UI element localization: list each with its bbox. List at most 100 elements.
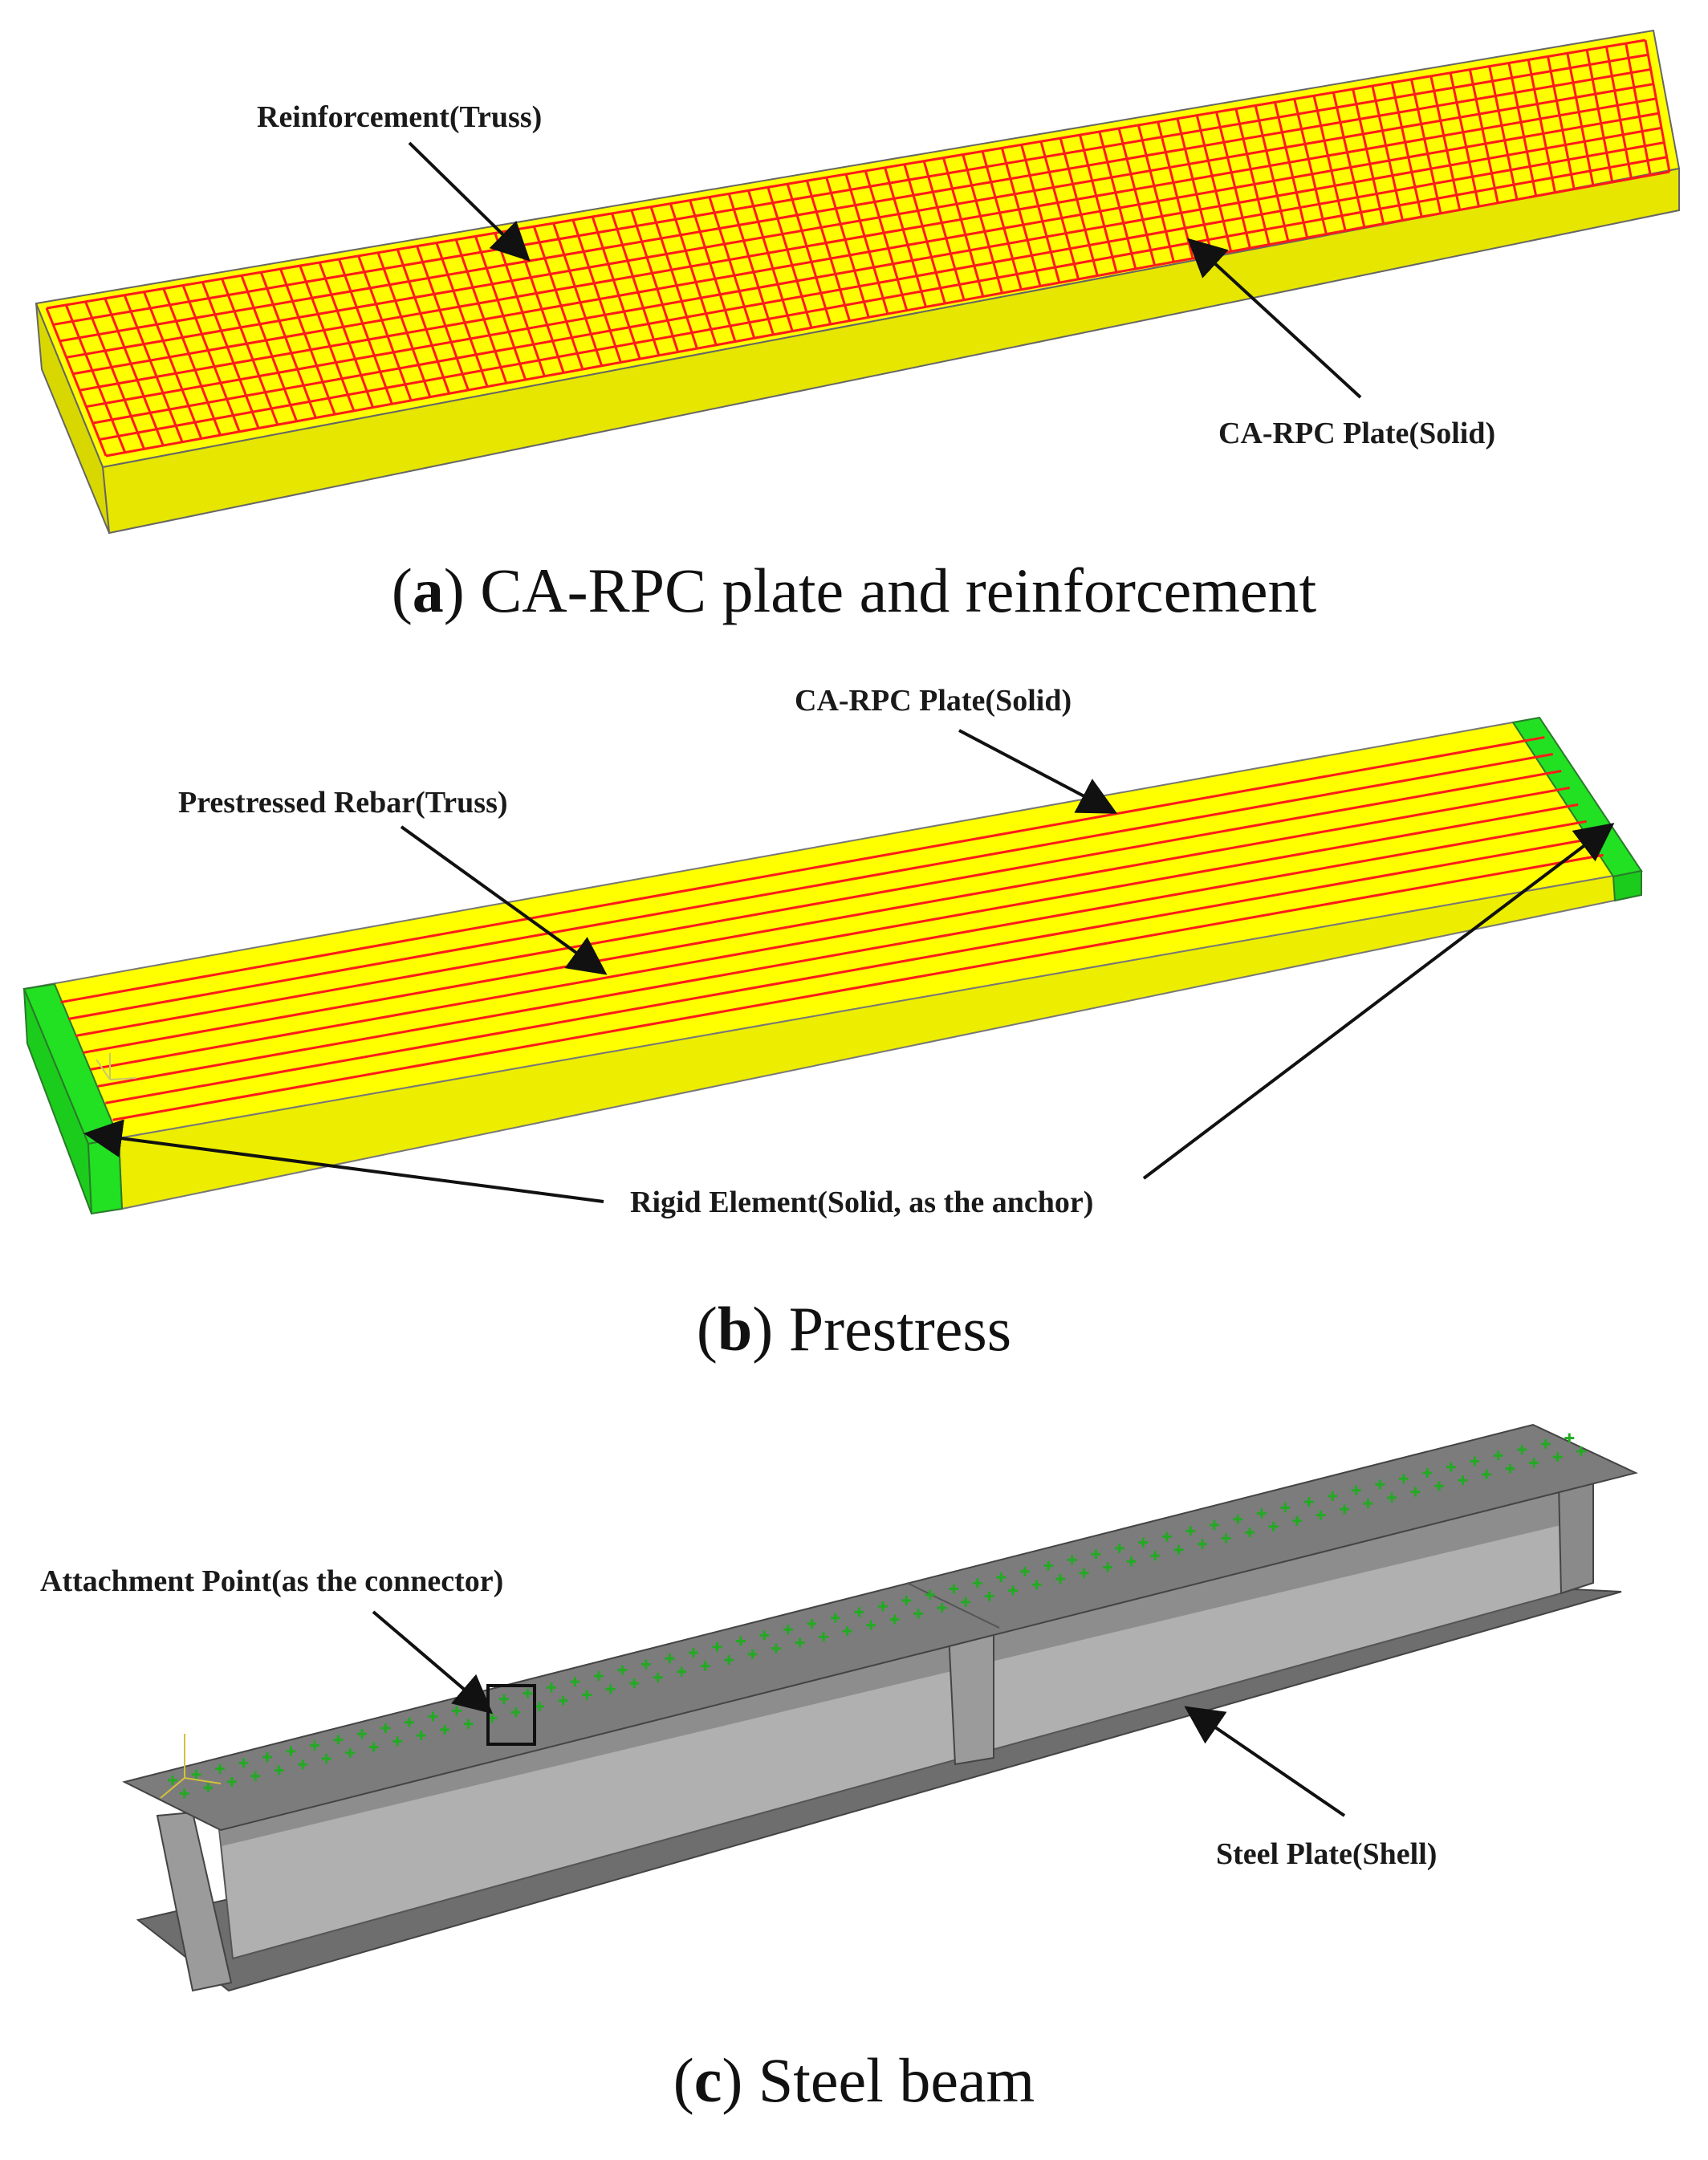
plus-marker-icon [1363,1499,1373,1509]
transverse-bar [1059,137,1099,276]
plus-marker-icon [1126,1556,1137,1567]
transverse-bar [1000,148,1042,287]
transverse-bar [1273,102,1309,238]
transverse-bar [201,281,260,429]
transverse-bar [1604,46,1633,179]
plus-marker-icon [1422,1467,1433,1478]
transverse-bar [1410,79,1442,214]
plus-marker-icon [735,1636,746,1646]
plus-marker-icon [428,1711,438,1722]
plus-marker-icon [889,1614,900,1625]
plus-marker-icon [972,1578,982,1588]
arrow-steel [1184,1706,1346,1817]
plus-marker-icon [1340,1504,1350,1515]
plus-marker-icon [179,1788,189,1799]
transverse-bar [416,246,470,391]
plus-marker-icon [854,1607,864,1617]
plus-marker-icon [1576,1446,1586,1456]
transverse-bar [143,291,203,439]
transverse-bar [357,255,413,401]
transverse-bar [396,249,451,394]
plus-marker-icon [925,1589,935,1600]
reinforcement-mesh [45,39,1671,458]
plus-marker-icon [440,1724,450,1735]
transverse-bar [279,268,336,415]
plus-marker-icon [498,1694,509,1704]
arrow-rigid-left [83,1119,604,1203]
transverse-bar [669,203,718,346]
plus-marker-icon [783,1625,793,1635]
plus-marker-icon [168,1776,177,1785]
plus-marker-icon [1221,1533,1231,1544]
longitudinal-bar [72,97,1657,376]
plus-marker-icon [877,1601,888,1612]
transverse-bar [649,206,698,349]
prestressed-rebars [60,736,1604,1121]
transverse-bar [1079,134,1118,273]
transverse-bar [64,304,127,454]
longitudinal-bar [79,112,1659,392]
transverse-bar [884,167,927,307]
plus-marker-icon [321,1754,331,1764]
plus-marker-icon [1031,1580,1042,1590]
transverse-bar [1527,59,1556,193]
plus-marker-icon [700,1661,710,1671]
transverse-bar [571,219,622,363]
plus-marker-icon [688,1648,698,1658]
plus-marker-icon [640,1659,651,1670]
transverse-bar [962,154,1003,294]
panel-a: Reinforcement(Truss) CA-RPC Plate(Solid)… [35,29,1681,625]
plus-marker-icon [1043,1560,1054,1571]
plus-marker-icon [1079,1568,1089,1578]
plus-marker-icon [546,1682,556,1693]
plus-marker-icon [523,1688,533,1698]
plus-marker-icon [1138,1537,1149,1548]
arrow-attachment [372,1610,494,1715]
prestressed-rebar-line [83,786,1570,1054]
arrow-plate-a [1187,238,1362,399]
transverse-bar [376,252,432,398]
transverse-bar [454,238,508,384]
transverse-bar [299,265,356,412]
transverse-bar [1566,53,1595,186]
plus-marker-icon [1410,1487,1421,1497]
transverse-bar [786,183,832,325]
plus-marker-icon [356,1729,367,1739]
plus-marker-icon [996,1572,1007,1583]
plus-marker-icon [747,1649,758,1659]
plus-marker-icon [1185,1526,1196,1536]
plus-marker-icon [1316,1510,1326,1520]
transverse-bar [942,157,985,297]
transverse-bar [435,242,489,388]
transverse-bar [1293,98,1328,235]
top-flange [122,1423,1638,1832]
plus-marker-icon [1233,1514,1243,1524]
prestressed-rebar-line [67,753,1554,1021]
arrow-rigid-right [1142,823,1615,1180]
longitudinal-bar [105,170,1670,458]
plus-marker-icon [1303,1497,1314,1507]
plus-marker-icon [535,1701,545,1711]
longitudinal-bar [99,156,1667,441]
caption-a: (a) CA-RPC plate and reinforcement [392,555,1317,625]
transverse-bar [767,186,813,328]
transverse-bar [221,278,279,425]
transverse-bar [903,164,946,304]
transverse-bar [1332,92,1366,228]
prestressed-rebar-line [75,769,1562,1037]
plus-marker-icon [1470,1456,1480,1466]
plus-marker-icon [830,1613,840,1623]
longitudinal-bar [92,141,1665,425]
plus-marker-icon [724,1655,734,1666]
transverse-bar [825,177,870,318]
transverse-bar [1157,121,1194,259]
attachment-highlight-box [486,1684,536,1746]
prestressed-rebar-line [60,736,1545,1004]
label-reinforcement: Reinforcement(Truss) [257,100,542,134]
plus-marker-icon [842,1626,852,1637]
panel-b: CA-RPC Plate(Solid) Prestressed Rebar(Tr… [22,684,1643,1364]
plus-marker-icon [1008,1585,1019,1596]
stiffener-end [156,1811,233,1992]
transverse-bar [337,258,393,405]
plus-marker-icon [368,1742,379,1752]
